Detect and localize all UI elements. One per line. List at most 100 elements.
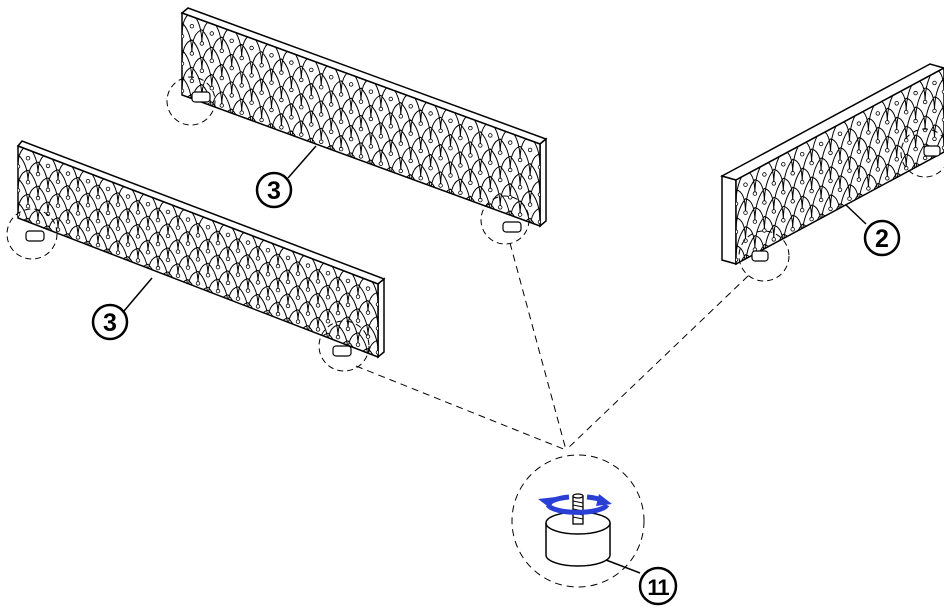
tuft-button: [189, 105, 195, 111]
tuft-button: [368, 116, 374, 122]
tuft-button: [428, 193, 433, 198]
tuft-button: [319, 139, 324, 144]
tuft-button: [95, 242, 101, 248]
tuft-button: [325, 295, 331, 300]
tuft-button: [348, 136, 354, 142]
tuft-button: [259, 90, 264, 95]
tuft-button: [856, 205, 862, 210]
leader-line: [565, 275, 749, 451]
tuft-button: [249, 45, 254, 51]
tuft-button: [295, 271, 301, 276]
tuft-button: [932, 136, 937, 142]
tuft-button: [355, 342, 361, 347]
tuft-button: [894, 185, 899, 190]
tuft-button: [85, 250, 91, 256]
tuft-button: [508, 140, 513, 145]
tuft-button: [225, 232, 231, 238]
tuft-button: [299, 132, 304, 137]
tuft-button: [743, 210, 748, 215]
tuft-button: [155, 217, 161, 223]
callout-panel-back-top: 3: [255, 171, 293, 209]
tuft-button: [800, 207, 805, 213]
tuft-button: [408, 131, 413, 136]
tuft-button: [185, 265, 191, 270]
tuft-button: [18, 164, 21, 169]
tuft-button: [279, 70, 284, 75]
tuft-button: [175, 225, 181, 230]
tuft-button: [165, 281, 171, 287]
callout-leaders: [123, 145, 867, 574]
tuft-button: [894, 129, 899, 134]
tuft-button: [115, 202, 121, 207]
tuft-button: [182, 34, 185, 39]
tuft-button: [488, 133, 493, 138]
tuft-button: [105, 186, 111, 192]
tuft-button: [205, 224, 211, 230]
tuft-button: [265, 320, 271, 325]
tuft-button: [828, 206, 833, 212]
tuft-button: [809, 188, 814, 194]
tuft-button: [866, 186, 871, 191]
tuft-button: [285, 279, 291, 285]
tuft-button: [235, 272, 241, 277]
leader-line: [509, 242, 567, 451]
tuft-button: [408, 186, 413, 191]
tuft-button: [155, 265, 161, 271]
tuft-button: [885, 176, 890, 181]
tuft-button: [65, 219, 71, 224]
tuft-button: [85, 226, 91, 232]
rotate-arrow-icon: [538, 494, 612, 515]
tuft-button: [182, 88, 185, 94]
tuft-button: [875, 167, 880, 172]
tuft-button: [345, 326, 351, 332]
tuft-button: [818, 197, 824, 203]
tuft-button: [229, 120, 234, 125]
tuft-button: [182, 61, 185, 66]
tuft-button: [818, 169, 824, 175]
tuft-button: [239, 110, 244, 115]
tuft-button: [365, 310, 371, 315]
tuft-button: [771, 237, 776, 242]
foot-small: [502, 221, 522, 233]
tuft-button: [941, 117, 944, 122]
tuft-button: [229, 93, 234, 98]
tuft-button: [185, 241, 191, 246]
quilt-lines: [736, 68, 944, 264]
tuft-button: [195, 233, 201, 238]
tuft-button: [55, 203, 61, 208]
tuft-button: [358, 99, 364, 104]
tuft-button: [225, 304, 231, 310]
tuft-button: [265, 272, 271, 277]
tuft-button: [498, 150, 503, 155]
tuft-button: [348, 164, 354, 169]
tuft-button: [245, 240, 251, 245]
svg-text:2: 2: [875, 225, 889, 253]
tuft-button: [165, 209, 171, 215]
tuft-button: [537, 219, 540, 225]
foot-highlight-circle: [480, 195, 530, 245]
tuft-button: [448, 200, 453, 205]
tuft-button: [548, 183, 552, 187]
tuft-button: [249, 73, 254, 78]
tuft-button: [245, 264, 251, 269]
tuft-button: [418, 121, 423, 126]
tuft-button: [448, 145, 453, 151]
tuft-button: [913, 90, 918, 96]
tuft-button: [338, 92, 344, 97]
tuft-button: [378, 161, 384, 166]
tuft-button: [299, 77, 304, 83]
tuft-button: [762, 172, 767, 177]
tuft-button: [145, 201, 151, 207]
tuft-button: [275, 287, 281, 293]
tuft-button: [488, 160, 493, 165]
foot-small: [191, 91, 211, 103]
tuft-button: [329, 129, 334, 134]
tuft-button: [105, 258, 111, 264]
tuft-button: [18, 188, 21, 193]
tuft-button: [488, 215, 493, 220]
tuft-button: [771, 181, 776, 186]
tuft-button: [115, 250, 121, 255]
tuft-button: [527, 147, 533, 153]
tuft-button: [289, 115, 294, 120]
tuft-button: [219, 48, 224, 53]
